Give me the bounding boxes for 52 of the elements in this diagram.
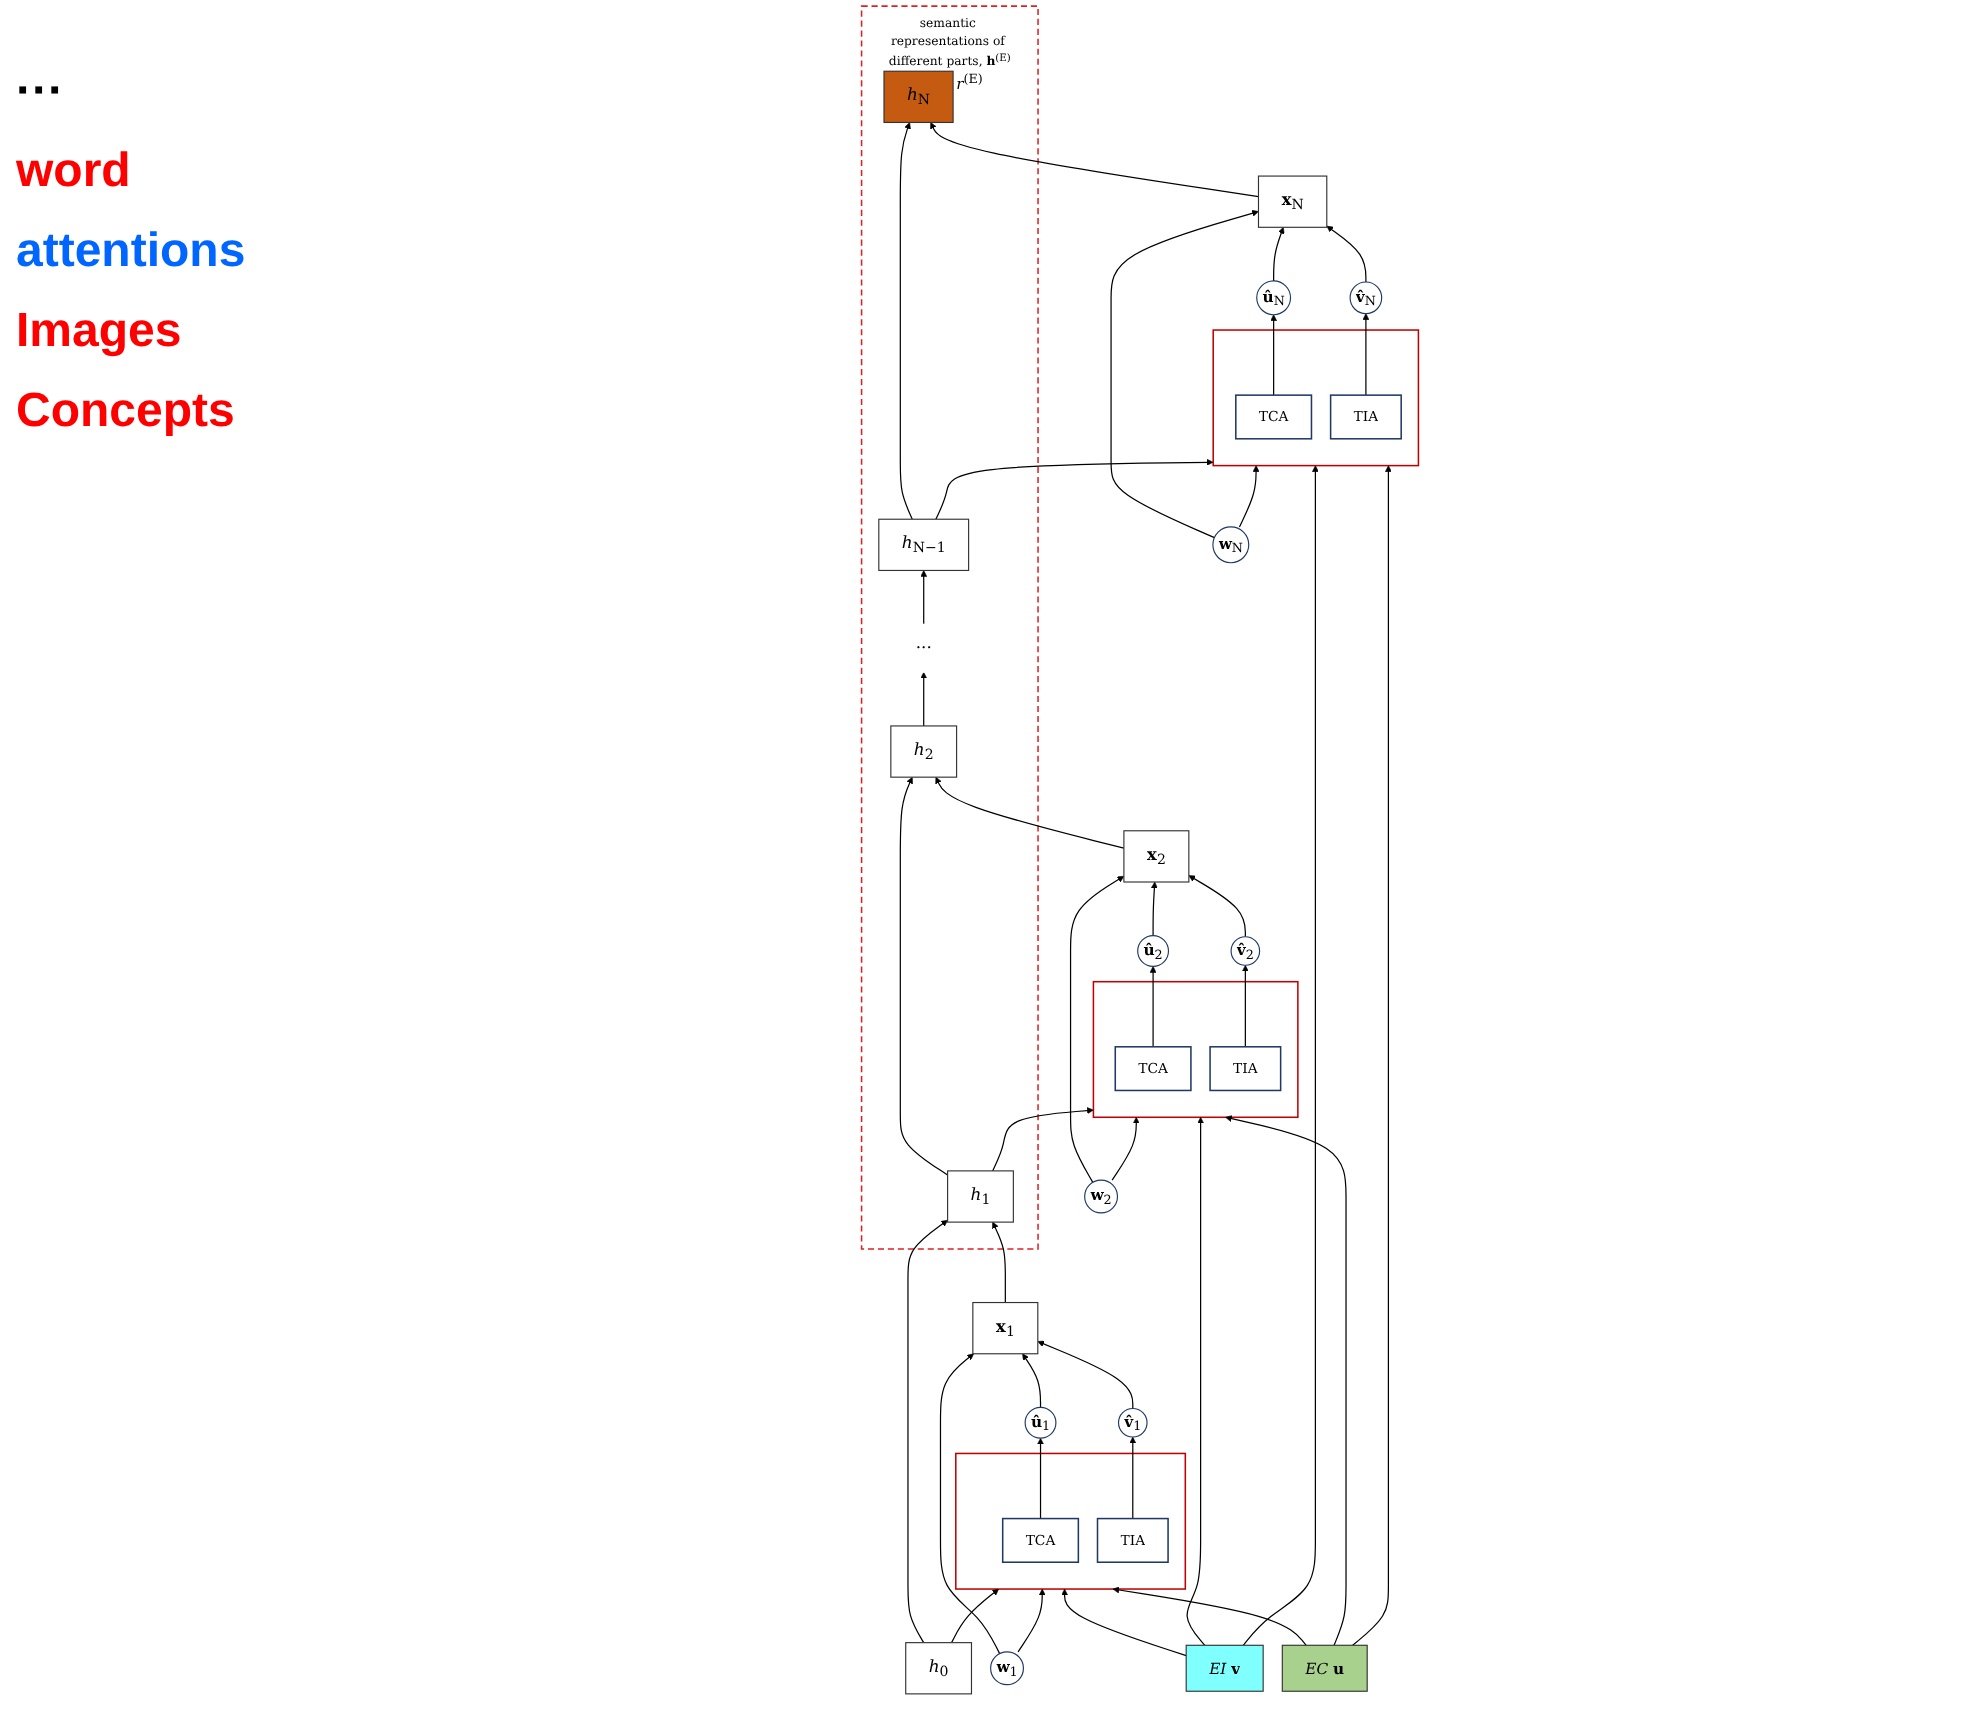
arrow [1111, 1116, 1140, 1181]
arrow [907, 1219, 948, 1644]
node-box: x$_{N}$ [1257, 175, 1328, 228]
node-box: h$_{N}$ [883, 70, 954, 124]
arrow [1112, 1586, 1307, 1646]
arrow [1352, 465, 1392, 1646]
annotation-label: word [16, 144, 133, 200]
arrow [1017, 1588, 1046, 1653]
node-box: h$_{N−1}$ [878, 518, 970, 572]
arrow [1238, 465, 1260, 528]
arrow [1110, 210, 1259, 539]
cluster [955, 1452, 1187, 1590]
arrow [1129, 1436, 1137, 1520]
cluster [1092, 980, 1299, 1119]
annotation-label: Images [16, 304, 184, 360]
arrow [950, 1588, 999, 1644]
arrow [1225, 1115, 1347, 1646]
ellipsis-text: ··· [16, 64, 66, 120]
arrow [1186, 1116, 1206, 1646]
arrow [1037, 1340, 1134, 1410]
arrow [899, 776, 949, 1176]
arrow [1151, 881, 1158, 937]
arrow [1149, 966, 1157, 1048]
node-box: x$_{1}$ [972, 1301, 1039, 1355]
node-box: h$_{1}$ [947, 1170, 1014, 1223]
arrow [992, 1221, 1006, 1304]
arrow [992, 1107, 1094, 1172]
arrow [1188, 875, 1246, 938]
arrow [1270, 314, 1277, 396]
arrow [935, 458, 1214, 520]
arrow [939, 1353, 1001, 1655]
arrow [1069, 875, 1125, 1183]
arrow [1362, 313, 1370, 396]
arrow [899, 122, 913, 520]
arrow [1061, 1588, 1187, 1657]
arrow [935, 776, 1125, 849]
annotation-label: Concepts [16, 384, 237, 440]
arrow [1326, 225, 1367, 283]
cluster [1212, 329, 1420, 467]
node-text: ··· [915, 638, 932, 658]
arrow [1037, 1437, 1044, 1520]
arrow [1022, 1353, 1042, 1408]
arrow [1242, 964, 1249, 1048]
arrow [1273, 227, 1285, 282]
node-box: h$_{2}$ [890, 725, 958, 778]
arrow [1242, 465, 1319, 1646]
node-box: x$_{2}$ [1123, 830, 1190, 883]
node-box: h$_{0}$ [905, 1642, 973, 1695]
arrow [920, 570, 928, 625]
arrow [920, 672, 928, 727]
arrow [930, 122, 1260, 198]
annotation-label: attentions [16, 224, 248, 280]
